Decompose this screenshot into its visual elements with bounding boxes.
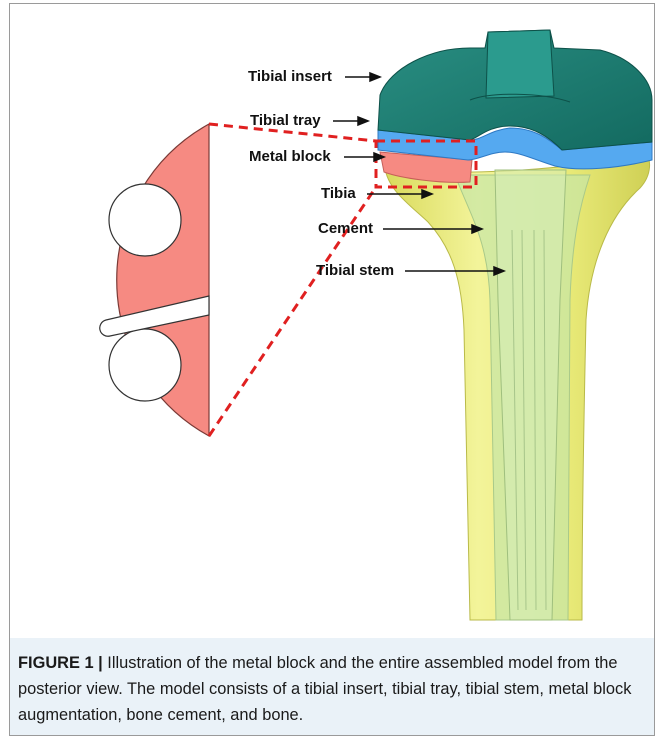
block-hole-lower xyxy=(109,329,181,401)
caption-text: Illustration of the metal block and the … xyxy=(18,654,631,724)
projection-lines xyxy=(209,124,376,436)
label-cement: Cement xyxy=(318,220,373,237)
label-tibial-insert: Tibial insert xyxy=(248,68,332,85)
block-hole-upper xyxy=(109,184,181,256)
label-tibial-stem: Tibial stem xyxy=(316,262,394,279)
metal-block-enlarged xyxy=(100,124,209,436)
label-tibia: Tibia xyxy=(321,185,356,202)
label-metal-block: Metal block xyxy=(249,148,331,165)
label-tibial-tray: Tibial tray xyxy=(250,112,321,129)
caption-label: FIGURE 1 | xyxy=(18,654,103,672)
figure-caption: FIGURE 1 | Illustration of the metal blo… xyxy=(18,650,648,728)
